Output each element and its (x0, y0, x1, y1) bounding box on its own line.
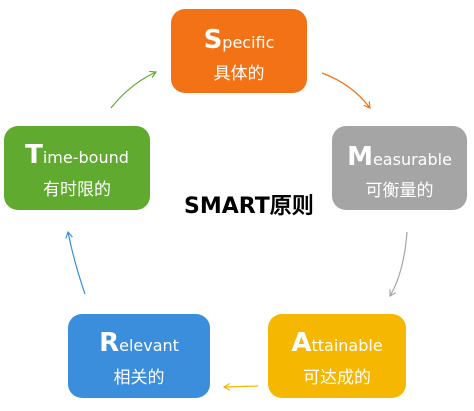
node-relevant: Relevant 相关的 (68, 314, 210, 398)
diagram-center-label: SMART原则 (184, 194, 314, 219)
node-specific-cn: 具体的 (213, 64, 265, 84)
arrow-a-to-r (222, 382, 259, 391)
node-time-bound: Time-bound 有时限的 (4, 126, 150, 210)
node-specific-title: Specific (203, 25, 275, 55)
node-attainable: Attainable 可达成的 (268, 314, 406, 398)
node-attainable-cn: 可达成的 (303, 368, 371, 388)
node-attainable-title: Attainable (291, 328, 383, 358)
node-specific: Specific 具体的 (171, 9, 307, 93)
node-time-bound-cn: 有时限的 (43, 180, 111, 200)
node-measurable-title: Measurable (347, 142, 452, 172)
node-relevant-title: Relevant (99, 328, 179, 358)
arrow-s-to-m (321, 72, 371, 109)
arrow-m-to-a (389, 231, 408, 298)
arrow-t-to-s (110, 70, 158, 109)
node-time-bound-title: Time-bound (25, 140, 129, 170)
node-measurable-cn: 可衡量的 (365, 181, 434, 201)
arrow-r-to-t (65, 230, 86, 295)
node-relevant-cn: 相关的 (113, 368, 165, 388)
node-measurable: Measurable 可衡量的 (332, 126, 467, 210)
